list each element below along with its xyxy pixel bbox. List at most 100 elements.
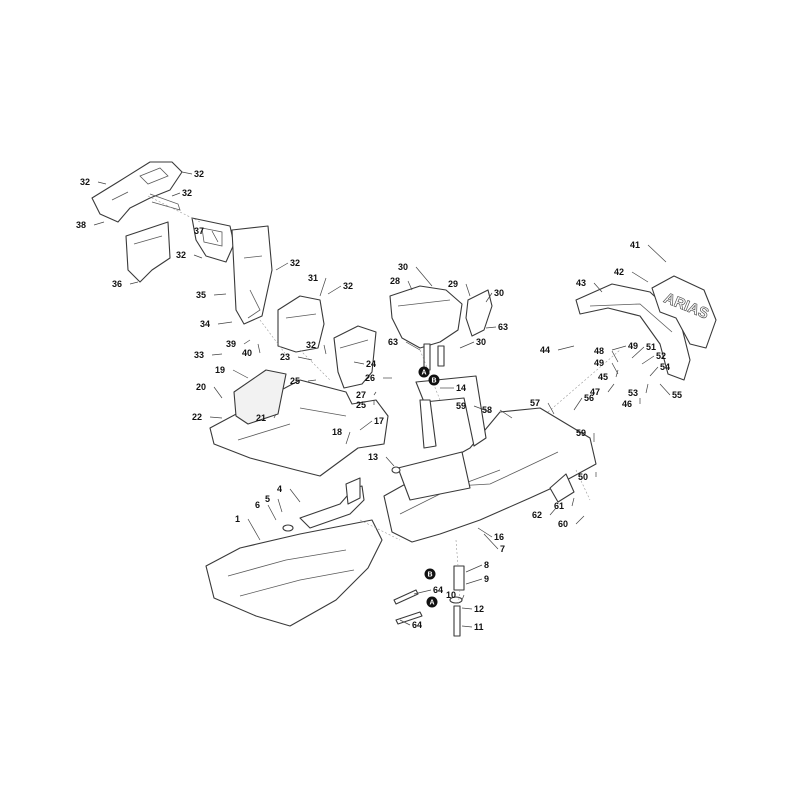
leader-line xyxy=(473,405,491,413)
callout-13: 13 xyxy=(368,452,395,467)
leader-line xyxy=(289,488,301,503)
callout-number: 44 xyxy=(540,345,550,355)
leader-line xyxy=(611,345,627,351)
callout-32: 32 xyxy=(176,250,203,260)
callout-number: 30 xyxy=(494,288,504,298)
callout-number: 25 xyxy=(290,376,300,386)
callout-23: 23 xyxy=(280,352,313,362)
leader-line xyxy=(275,262,289,271)
callout-18: 18 xyxy=(332,427,351,445)
callout-10: 10 xyxy=(446,590,465,601)
callout-number: 52 xyxy=(656,351,666,361)
callout-25: 25 xyxy=(356,400,375,410)
callout-54: 54 xyxy=(649,362,670,377)
leader-line xyxy=(171,192,181,197)
callout-number: 49 xyxy=(628,341,638,351)
callout-30: 30 xyxy=(459,337,486,349)
leader-line xyxy=(232,369,249,379)
callout-35: 35 xyxy=(196,290,227,300)
leader-line xyxy=(345,431,351,445)
callout-number: 10 xyxy=(446,590,456,600)
leader-line xyxy=(461,594,465,601)
leader-line xyxy=(257,343,261,354)
callout-number: 21 xyxy=(256,413,266,423)
callout-number: 9 xyxy=(484,574,489,584)
leader-line xyxy=(209,416,223,419)
callout-7: 7 xyxy=(483,533,505,554)
callout-38: 38 xyxy=(76,220,105,230)
callout-24: 24 xyxy=(353,359,376,369)
callout-number: 42 xyxy=(614,267,624,277)
callout-number: 32 xyxy=(194,169,204,179)
leader-line xyxy=(461,607,473,610)
floor-plate-part xyxy=(209,369,389,477)
reference-marker-a: A xyxy=(418,366,430,378)
callout-number: 32 xyxy=(176,250,186,260)
leader-line xyxy=(415,266,433,287)
leader-line xyxy=(549,507,557,516)
callout-number: 47 xyxy=(590,387,600,397)
callout-32: 32 xyxy=(80,177,107,187)
marker-letter: B xyxy=(431,378,436,385)
leader-line xyxy=(615,369,619,378)
leader-line xyxy=(631,346,645,359)
column-cover-part xyxy=(333,325,377,389)
callout-60: 60 xyxy=(558,515,585,529)
callout-32: 32 xyxy=(306,340,327,355)
callout-number: 64 xyxy=(433,585,443,595)
leader-line xyxy=(407,280,413,291)
leader-line xyxy=(97,181,107,185)
callout-34: 34 xyxy=(200,319,233,329)
callout-number: 32 xyxy=(290,258,300,268)
callout-number: 39 xyxy=(226,339,236,349)
callout-number: 27 xyxy=(356,390,366,400)
callout-44: 44 xyxy=(540,345,575,355)
main-chassis-part xyxy=(383,375,597,543)
callout-9: 9 xyxy=(465,574,489,585)
callout-16: 16 xyxy=(477,527,504,542)
callout-21: 21 xyxy=(256,413,277,423)
callout-number: 33 xyxy=(194,350,204,360)
callout-49: 49 xyxy=(594,358,619,375)
leader-line xyxy=(477,527,493,538)
callout-number: 38 xyxy=(76,220,86,230)
leader-line xyxy=(593,282,603,293)
leader-line xyxy=(323,344,327,355)
callout-number: 36 xyxy=(112,279,122,289)
callout-8: 8 xyxy=(465,560,489,573)
callout-64: 64 xyxy=(399,619,422,630)
callout-63: 63 xyxy=(485,322,508,332)
leader-line xyxy=(297,356,313,361)
callout-30: 30 xyxy=(398,262,433,287)
leader-line xyxy=(385,456,395,467)
marker-circle xyxy=(428,374,440,386)
callout-55: 55 xyxy=(659,383,682,400)
callout-32: 32 xyxy=(327,281,353,295)
callout-59: 59 xyxy=(456,401,491,413)
leader-line xyxy=(307,379,317,382)
callout-number: 62 xyxy=(532,510,542,520)
leader-line xyxy=(459,341,475,349)
marker-circle xyxy=(418,366,430,378)
leader-line xyxy=(461,625,473,628)
callout-33: 33 xyxy=(194,350,223,360)
callout-number: 32 xyxy=(80,177,90,187)
callout-42: 42 xyxy=(614,267,649,283)
console-cover-part xyxy=(389,285,463,349)
leader-line xyxy=(485,326,497,329)
callout-number: 51 xyxy=(646,342,656,352)
leader-line xyxy=(277,498,283,513)
leader-line xyxy=(483,533,499,550)
callout-number: 4 xyxy=(277,484,282,494)
leader-line xyxy=(611,350,619,363)
callout-number: 28 xyxy=(390,276,400,286)
callout-number: 14 xyxy=(456,383,466,393)
callout-32: 32 xyxy=(275,258,300,271)
reference-marker-a: A xyxy=(426,596,438,608)
callout-number: 60 xyxy=(558,519,568,529)
callout-64: 64 xyxy=(413,585,443,595)
callout-32: 32 xyxy=(171,188,192,198)
callout-number: 53 xyxy=(628,388,638,398)
leader-line xyxy=(319,277,327,297)
callout-number: 26 xyxy=(365,373,375,383)
